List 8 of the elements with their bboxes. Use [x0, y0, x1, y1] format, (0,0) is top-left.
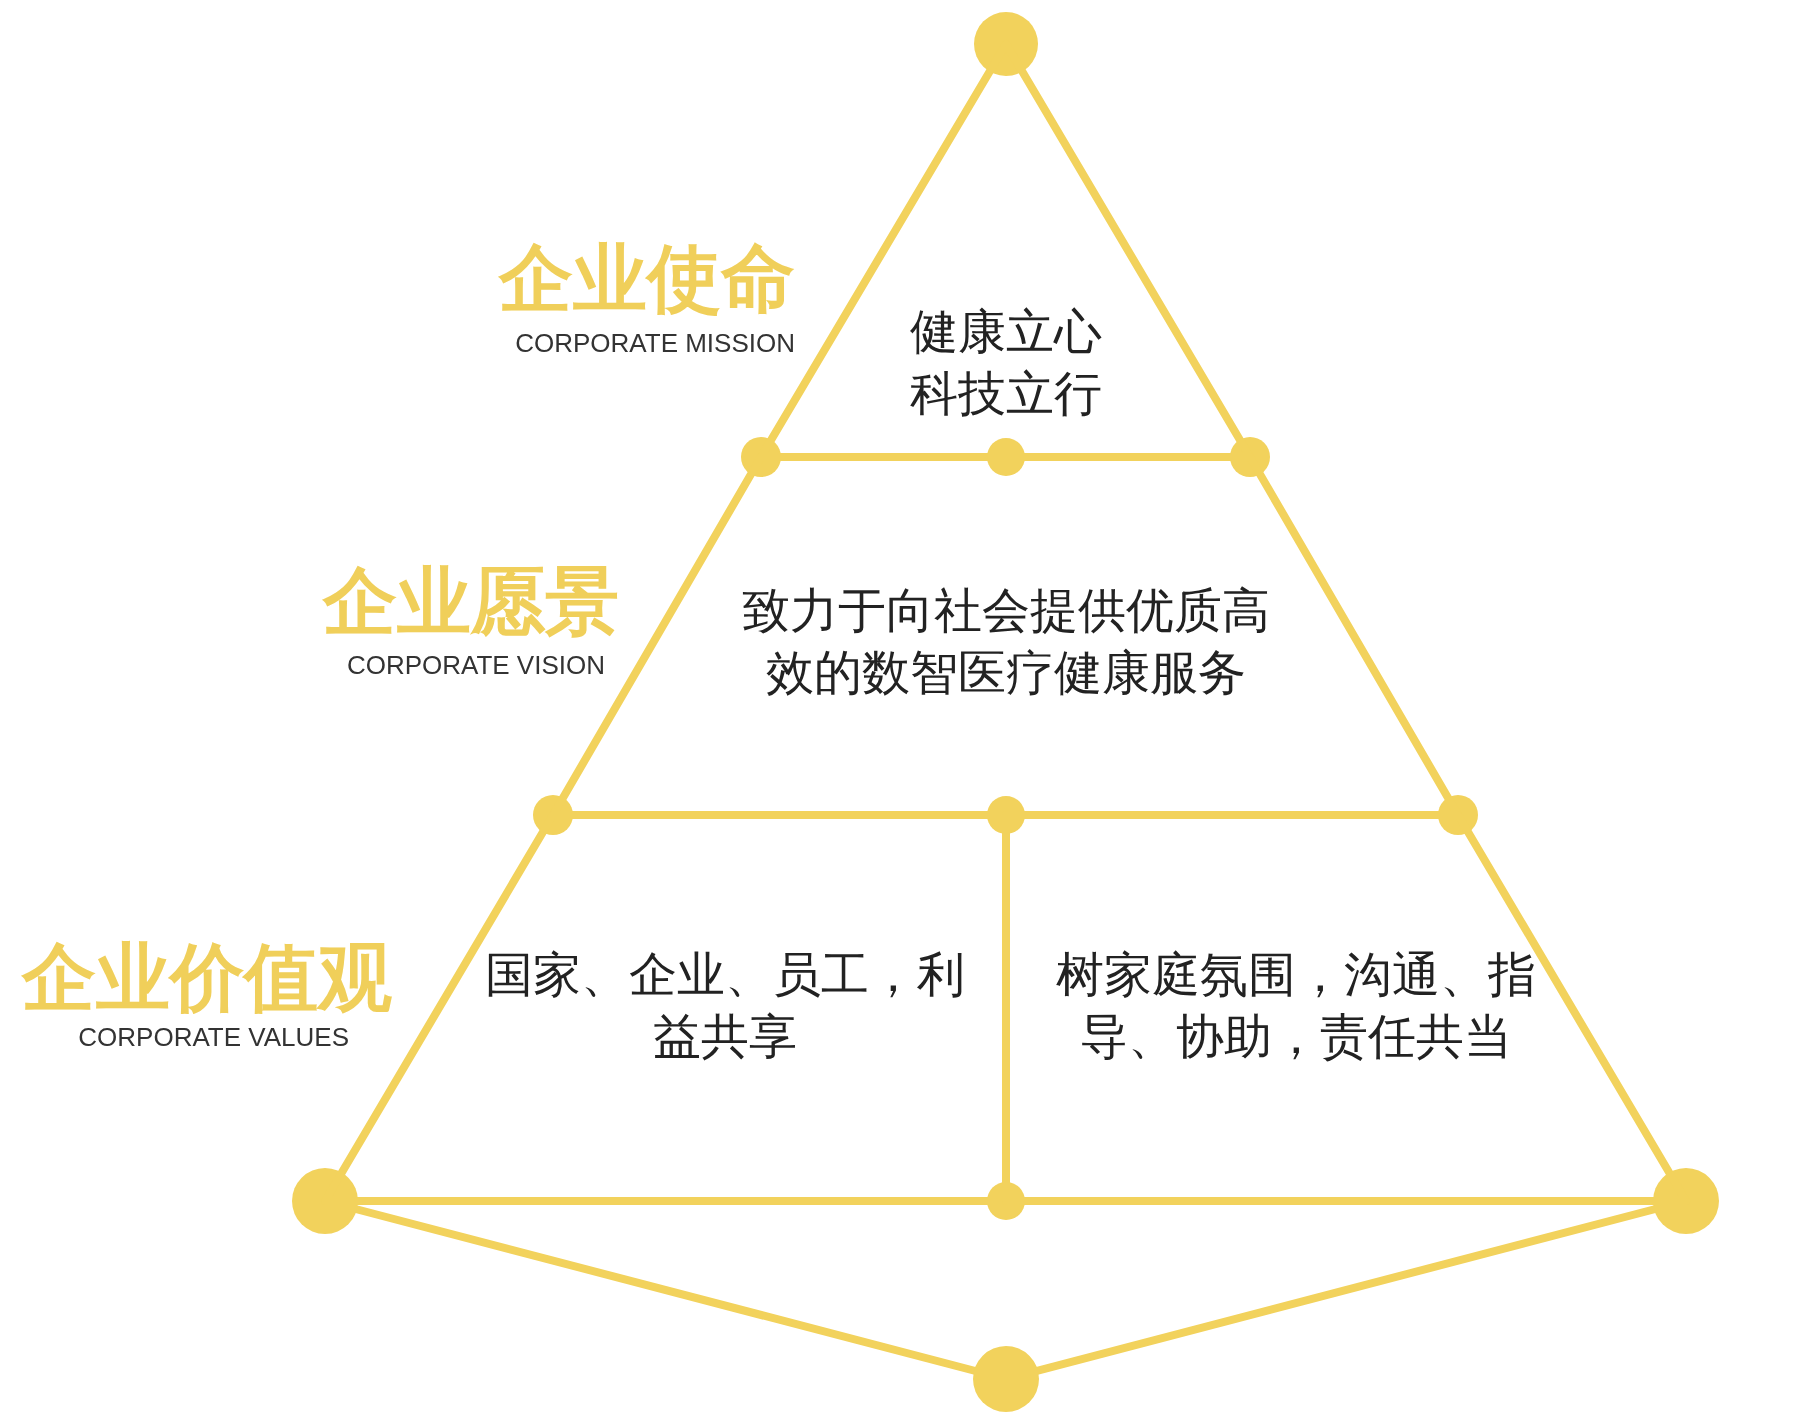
section-text: 健康立心科技立行	[909, 302, 1103, 423]
section-text: 致力于向社会提供优质高效的数智医疗健康服务	[741, 581, 1271, 702]
section-subtitle: CORPORATE VALUES	[78, 1022, 349, 1052]
section-heading: 企业使命	[499, 238, 795, 318]
section-heading: 企业价值观	[22, 937, 392, 1017]
section-subtitle: CORPORATE MISSION	[515, 328, 795, 358]
section-subtitle: CORPORATE VISION	[346, 650, 605, 680]
section-heading: 企业愿景	[323, 561, 619, 641]
